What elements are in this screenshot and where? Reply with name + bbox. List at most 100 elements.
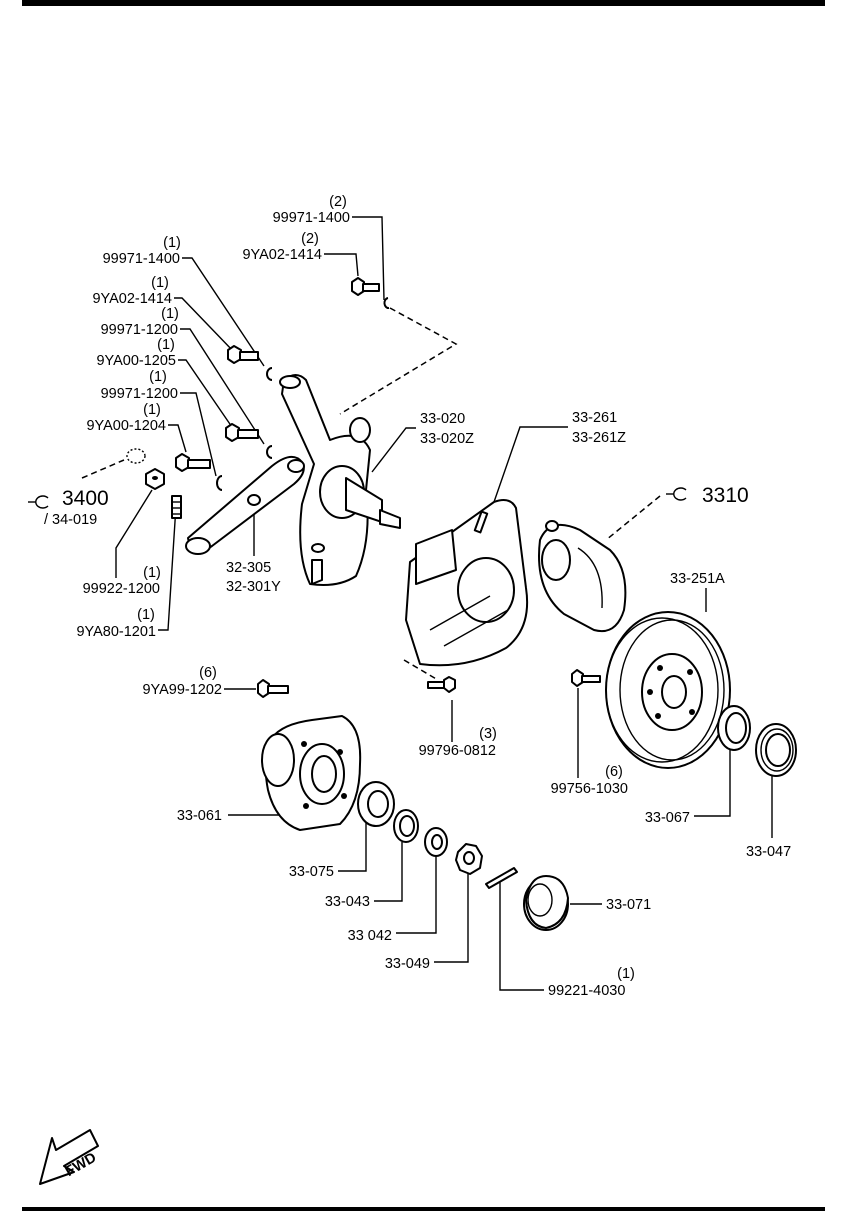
part-number-text-alt: 32-301Y [226, 579, 281, 595]
qty-text: (1) [143, 402, 161, 418]
part-number-text: 33-061 [177, 808, 222, 824]
part-number-text: 33 042 [348, 928, 392, 944]
part-number-text: 33-251A [670, 571, 725, 587]
oil-seal-33-067 [717, 705, 751, 751]
label-99922-1200[interactable]: (1) 99922-1200 [83, 565, 161, 597]
leader-line [182, 257, 265, 367]
label-9ya00-1204[interactable]: (1) 9YA00-1204 [86, 402, 166, 434]
bolt-9ya00-1204 [175, 453, 211, 472]
qty-text: (2) [301, 231, 319, 247]
label-cotter-pin[interactable]: (1) 99221-4030 [548, 966, 635, 999]
label-seal-inner[interactable]: 33-067 [645, 810, 690, 826]
bolt-9ya99-1202 [257, 679, 289, 698]
wheel-hub [261, 715, 362, 831]
steering-knuckle [279, 374, 401, 586]
label-99971-1400[interactable]: (1) 99971-1400 [103, 235, 181, 267]
collar-3400-ref [126, 448, 146, 464]
label-bearing-inner[interactable]: 33-047 [746, 844, 791, 860]
qty-text: (1) [151, 275, 169, 291]
label-cap[interactable]: 33-071 [606, 897, 651, 913]
leader-line [180, 392, 217, 477]
leader-line [396, 854, 437, 934]
knuckle-arm [185, 455, 305, 555]
part-number-text: 33-075 [289, 864, 334, 880]
label-knuckle-arm[interactable]: 32-305 32-301Y [226, 560, 281, 595]
qty-text: (1) [161, 306, 179, 322]
label-hub[interactable]: 33-061 [177, 808, 222, 824]
label-99756-1030[interactable]: (6) 99756-1030 [551, 764, 628, 797]
qty-text: (1) [143, 565, 161, 581]
label-99796-0812[interactable]: (3) 99796-0812 [419, 726, 497, 759]
cotter-pin-99221-4030 [485, 867, 518, 889]
dashed-guide [81, 459, 125, 479]
label-dust-cover[interactable]: 33-261 33-261Z [572, 410, 626, 446]
qty-text: (3) [479, 726, 497, 742]
label-washer[interactable]: 33 042 [348, 928, 392, 944]
dashed-guide [605, 495, 661, 541]
label-9ya00-1205[interactable]: (1) 9YA00-1205 [96, 337, 176, 369]
leader-line [324, 253, 359, 277]
qty-text: (2) [329, 194, 347, 210]
reference-sub: / 34-019 [44, 512, 97, 528]
reference-icon [28, 495, 49, 509]
part-number-text: 9YA02-1414 [242, 247, 322, 263]
part-number-text-alt: 33-020Z [420, 431, 474, 447]
part-number-text: 99221-4030 [548, 983, 625, 999]
part-number-text: 33-071 [606, 897, 651, 913]
bearing-33-047 [755, 723, 797, 777]
part-number-text: 32-305 [226, 560, 271, 576]
bolt-9ya02-1414 [227, 345, 259, 364]
part-number-text-alt: 33-261Z [572, 430, 626, 446]
part-number-text: 33-049 [385, 956, 430, 972]
leader-line [434, 870, 469, 963]
label-bearing-outer[interactable]: 33-075 [289, 864, 334, 880]
part-number-text: 9YA00-1205 [96, 353, 176, 369]
brake-disc [605, 611, 731, 769]
leader-line [174, 297, 235, 353]
part-number-text: 99971-1400 [103, 251, 180, 267]
race-33-043 [393, 809, 419, 843]
bottom-border [22, 1207, 825, 1211]
qty-text: (1) [617, 966, 635, 982]
part-number-text: 33-067 [645, 810, 690, 826]
part-number-text: 9YA99-1202 [142, 682, 222, 698]
label-99971-1400-top[interactable]: (2) 99971-1400 [273, 194, 350, 226]
dashed-guide [403, 659, 439, 681]
label-9ya02-1414-top[interactable]: (2) 9YA02-1414 [242, 231, 322, 263]
part-number-text: 33-043 [325, 894, 370, 910]
reference-code: 3400 [62, 487, 109, 510]
part-number-text: 99971-1200 [101, 386, 178, 402]
part-number-text: 9YA80-1201 [76, 624, 156, 640]
leader-line [371, 427, 416, 473]
label-nut[interactable]: 33-049 [385, 956, 430, 972]
reference-code: 3310 [702, 484, 749, 507]
label-99971-1200-a[interactable]: (1) 99971-1200 [101, 306, 179, 338]
leader-line [115, 489, 153, 578]
reference-3400[interactable]: 3400 / 34-019 [28, 487, 109, 528]
leader-line [180, 328, 265, 445]
bolt-9ya02-1414-top [351, 277, 380, 296]
part-number-text: 33-020 [420, 411, 465, 427]
leader-line [178, 359, 235, 431]
leader-line [499, 882, 544, 991]
label-disc[interactable]: 33-251A [670, 571, 725, 587]
reference-3310[interactable]: 3310 [666, 484, 749, 507]
part-number-text: 99922-1200 [83, 581, 160, 597]
label-99971-1200-b[interactable]: (1) 99971-1200 [101, 369, 178, 402]
bolt-9ya00-1205 [225, 423, 259, 442]
washer-99971-1400-top [383, 297, 390, 309]
stud-9ya80-1201 [171, 495, 182, 519]
leader-line [493, 426, 568, 503]
part-number-text: 99971-1400 [273, 210, 350, 226]
qty-text: (6) [605, 764, 623, 780]
label-9ya02-1414[interactable]: (1) 9YA02-1414 [92, 275, 172, 307]
qty-text: (1) [137, 607, 155, 623]
leader-line [694, 750, 731, 817]
label-9ya99-1202[interactable]: (6) 9YA99-1202 [142, 665, 222, 698]
qty-text: (6) [199, 665, 217, 681]
leader-line [374, 842, 403, 902]
label-9ya80-1201[interactable]: (1) 9YA80-1201 [76, 607, 156, 640]
label-knuckle[interactable]: 33-020 33-020Z [420, 411, 474, 447]
label-race[interactable]: 33-043 [325, 894, 370, 910]
